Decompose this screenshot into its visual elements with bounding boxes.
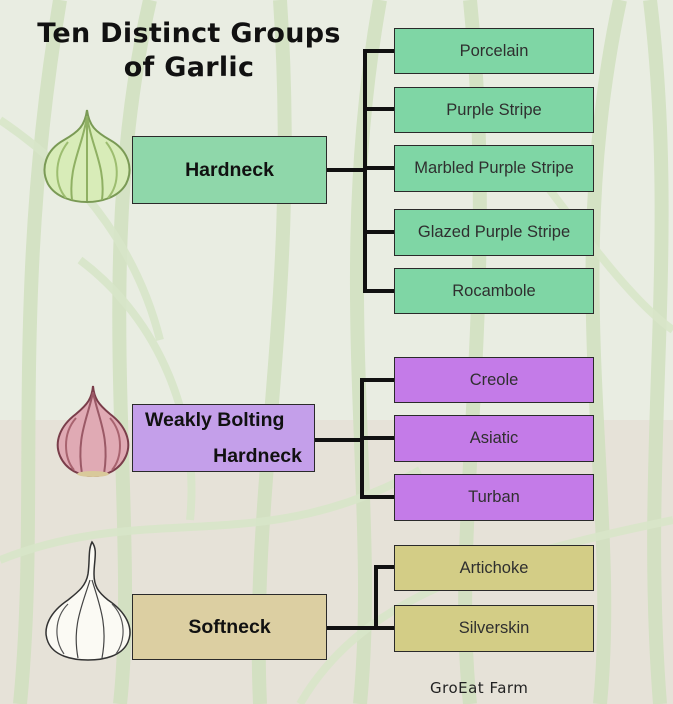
white-garlic-bulb-icon	[45, 540, 131, 661]
group-softneck: Softneck	[132, 594, 327, 660]
subtype-label: Silverskin	[458, 619, 530, 637]
subtype-glazed-purple-stripe: Glazed Purple Stripe	[394, 209, 594, 256]
group-hardneck-label: Hardneck	[185, 158, 274, 181]
credit-text: GroEat Farm	[430, 679, 529, 697]
subtype-purple-stripe: Purple Stripe	[394, 87, 594, 133]
pink-garlic-bulb-icon	[56, 385, 130, 478]
subtype-rocambole: Rocambole	[394, 268, 594, 314]
subtype-label: Porcelain	[459, 41, 529, 60]
subtype-label: Glazed Purple Stripe	[417, 223, 571, 241]
subtype-marbled-purple-stripe: Marbled Purple Stripe	[394, 145, 594, 192]
subtype-creole: Creole	[394, 357, 594, 403]
subtype-label: Asiatic	[469, 429, 519, 447]
subtype-artichoke: Artichoke	[394, 545, 594, 591]
group-weakly-bolting-label-line-2: Hardneck	[213, 445, 302, 467]
subtype-porcelain: Porcelain	[394, 28, 594, 74]
subtype-silverskin: Silverskin	[394, 605, 594, 652]
group-weakly-bolting-hardneck: Weakly Bolting Hardneck	[132, 404, 315, 472]
group-softneck-label: Softneck	[188, 615, 271, 638]
group-weakly-bolting-label-line-1: Weakly Bolting	[145, 409, 285, 431]
title-line-1: Ten Distinct Groups	[37, 18, 341, 49]
subtype-asiatic: Asiatic	[394, 415, 594, 462]
subtype-label: Purple Stripe	[446, 100, 542, 119]
title-line-2: of Garlic	[123, 52, 255, 83]
subtype-label: Rocambole	[452, 281, 536, 300]
green-garlic-bulb-icon	[43, 109, 131, 204]
subtype-label: Artichoke	[459, 558, 529, 577]
subtype-label: Creole	[469, 370, 519, 389]
subtype-label: Marbled Purple Stripe	[414, 159, 574, 177]
group-hardneck: Hardneck	[132, 136, 327, 204]
subtype-label: Turban	[468, 488, 520, 506]
subtype-turban: Turban	[394, 474, 594, 521]
diagram-title: Ten Distinct Groups of Garlic	[24, 17, 354, 85]
